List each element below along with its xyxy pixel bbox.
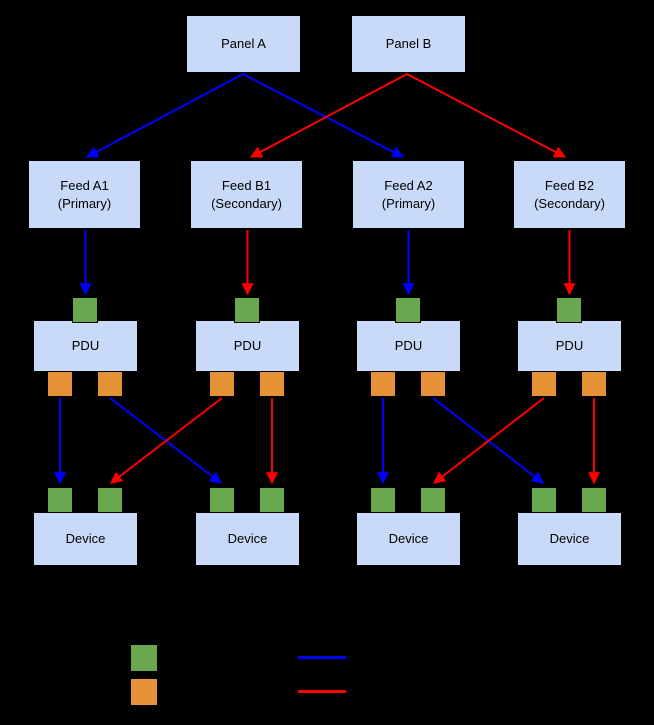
pdu4-output-port-1 [531, 371, 557, 397]
feed-b2-node: Feed B2 (Secondary) [513, 160, 626, 229]
pdu1-output-port-2 [97, 371, 123, 397]
device3-label: Device [388, 531, 429, 546]
pdu4-input-port [556, 297, 582, 323]
pdu3-input-port [395, 297, 421, 323]
pdu4-output-port-2 [581, 371, 607, 397]
pdu1-label: PDU [71, 338, 100, 353]
device4-input-port-2 [581, 487, 607, 513]
pdu2-output-port-2 [259, 371, 285, 397]
device4-node: Device [517, 512, 622, 566]
arrow-panel-b-to-feed-b1 [249, 73, 408, 158]
pdu3-node: PDU [356, 320, 461, 372]
pdu3-output-port-2 [420, 371, 446, 397]
pdu1-input-port [72, 297, 98, 323]
device2-input-port-1 [209, 487, 235, 513]
arrow-pdu2-to-device1 [110, 397, 223, 484]
feed-a2-role: (Primary) [381, 195, 436, 211]
device1-input-port-2 [97, 487, 123, 513]
arrow-panel-a-to-feed-a1 [85, 73, 244, 158]
pdu4-label: PDU [555, 338, 584, 353]
feed-a2-name: Feed A2 [384, 177, 433, 193]
pdu3-label: PDU [394, 338, 423, 353]
arrow-panel-a-to-feed-a2 [242, 73, 405, 158]
panel-b-node: Panel B [351, 15, 466, 73]
panel-b-label: Panel B [385, 36, 432, 51]
pdu4-node: PDU [517, 320, 622, 372]
arrow-panel-b-to-feed-b2 [406, 73, 567, 158]
device1-label: Device [65, 531, 106, 546]
feed-a1-node: Feed A1 (Primary) [28, 160, 141, 229]
feed-b1-role: (Secondary) [211, 195, 282, 211]
feed-a1-name: Feed A1 [60, 177, 109, 193]
feed-a1-role: (Primary) [57, 195, 112, 211]
device3-node: Device [356, 512, 461, 566]
panel-a-label: Panel A [221, 36, 266, 51]
pdu2-node: PDU [195, 320, 300, 372]
legend-primary-line [298, 656, 346, 659]
device3-input-port-1 [370, 487, 396, 513]
feed-a2-node: Feed A2 (Primary) [352, 160, 465, 229]
device1-input-port-1 [47, 487, 73, 513]
device2-label: Device [227, 531, 268, 546]
device4-input-port-1 [531, 487, 557, 513]
feed-b1-node: Feed B1 (Secondary) [190, 160, 303, 229]
pdu2-output-port-1 [209, 371, 235, 397]
device1-node: Device [33, 512, 138, 566]
device4-label: Device [549, 531, 590, 546]
feed-b1-name: Feed B1 [221, 177, 272, 193]
pdu2-label: PDU [233, 338, 262, 353]
device2-node: Device [195, 512, 300, 566]
arrow-pdu4-to-device3 [433, 397, 545, 484]
legend-secondary-line [298, 690, 346, 693]
legend-output-port-swatch [130, 678, 158, 706]
feed-b2-role: (Secondary) [534, 195, 605, 211]
pdu2-input-port [234, 297, 260, 323]
pdu1-node: PDU [33, 320, 138, 372]
legend-input-port-swatch [130, 644, 158, 672]
pdu3-output-port-1 [370, 371, 396, 397]
device2-input-port-2 [259, 487, 285, 513]
device3-input-port-2 [420, 487, 446, 513]
feed-b2-name: Feed B2 [544, 177, 595, 193]
panel-a-node: Panel A [186, 15, 301, 73]
pdu1-output-port-1 [47, 371, 73, 397]
